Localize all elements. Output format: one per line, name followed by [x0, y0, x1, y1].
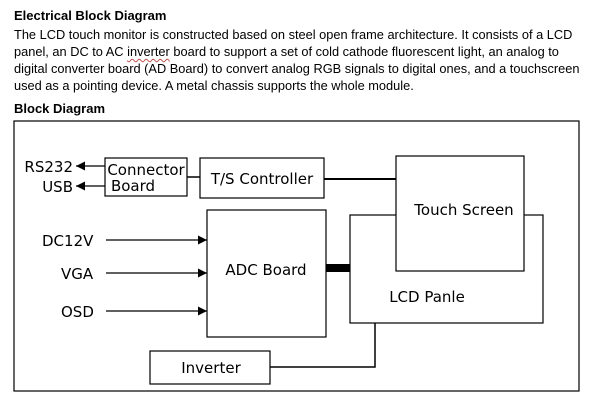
- ts-controller-label: T/S Controller: [210, 170, 314, 188]
- touch-screen-label: Touch Screen: [413, 201, 513, 219]
- diagram-frame: [13, 120, 580, 392]
- spellcheck-word: inverter: [127, 44, 170, 59]
- diagram-subtitle: Block Diagram: [14, 101, 106, 116]
- paragraph-text-1: The LCD touch monitor is constructed bas…: [14, 27, 573, 59]
- inverter-block: [149, 350, 271, 385]
- connector-board-label-1: Connector: [107, 161, 185, 179]
- usb-label: USB: [42, 178, 73, 196]
- adc-board-block: [206, 209, 327, 338]
- section-title: Electrical Block Diagram: [14, 8, 167, 23]
- paragraph-text-2: board to support a set of cold cathode f…: [14, 44, 580, 93]
- inverter-lcd-link: [270, 323, 376, 368]
- lcd-panel-label: LCD Panle: [389, 288, 465, 306]
- touch-screen-block: [395, 155, 525, 272]
- adc-lcd-bus: [326, 264, 350, 272]
- rs232-label: RS232: [24, 158, 73, 176]
- description-paragraph: The LCD touch monitor is constructed bas…: [14, 26, 592, 94]
- connector-board-label-2: Board: [111, 177, 155, 195]
- dc12v-label: DC12V: [42, 232, 94, 250]
- ts-controller-block: [199, 157, 325, 199]
- adc-board-label: ADC Board: [225, 261, 306, 279]
- vga-label: VGA: [61, 265, 94, 283]
- osd-label: OSD: [61, 303, 94, 321]
- inverter-label: Inverter: [181, 359, 241, 377]
